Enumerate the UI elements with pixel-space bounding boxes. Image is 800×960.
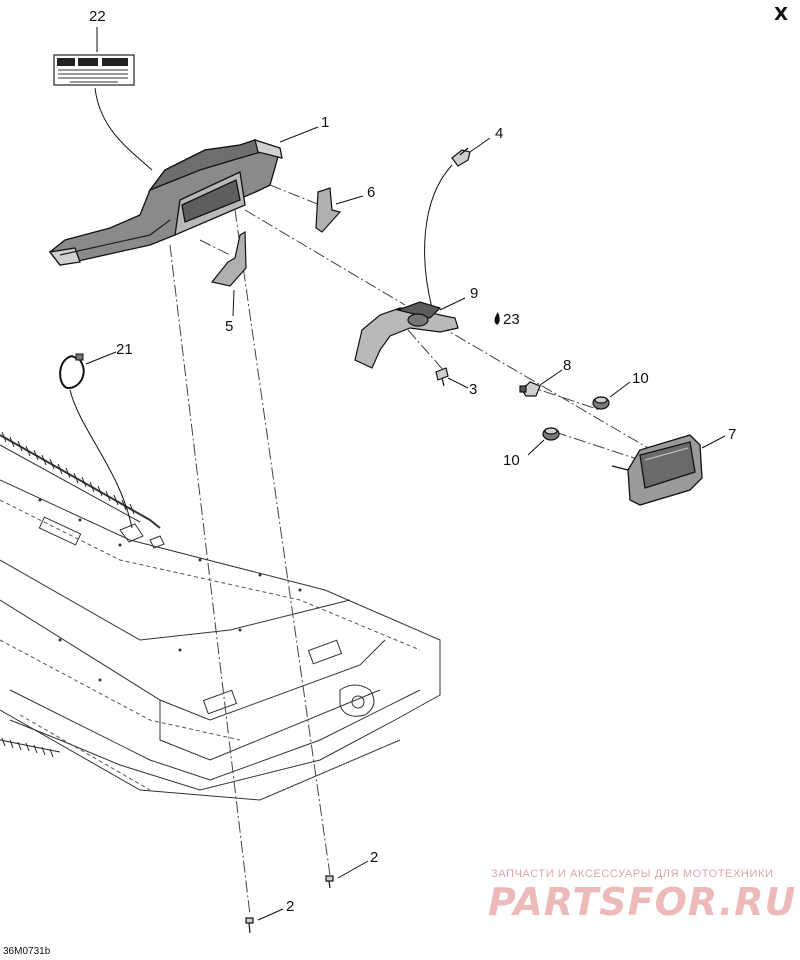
diagram-code: 36M0731b xyxy=(3,946,51,957)
callout-21: 21 xyxy=(116,341,133,358)
watermark-caption: ЗАПЧАСТИ И АКСЕССУАРЫ ДЛЯ МОТОТЕХНИКИ xyxy=(491,868,774,880)
callout-1: 1 xyxy=(321,114,330,131)
callout-4: 4 xyxy=(495,125,504,142)
callout-6: 6 xyxy=(367,184,376,201)
label-decal xyxy=(53,54,135,86)
callout-23: 23 xyxy=(503,311,520,328)
bolt-left xyxy=(245,917,254,934)
grommet-upper xyxy=(592,396,610,410)
deflector-left xyxy=(210,230,247,287)
callout-2-left: 2 xyxy=(286,898,295,915)
callout-9: 9 xyxy=(470,285,479,302)
callout-22: 22 xyxy=(89,8,106,25)
callout-2-right: 2 xyxy=(370,849,379,866)
close-button[interactable]: X xyxy=(774,4,788,25)
cable-tie xyxy=(59,353,85,389)
droplet-icon xyxy=(494,312,500,325)
chassis-frame xyxy=(0,431,441,801)
watermark-logo: PARTSFOR.RU xyxy=(488,880,797,924)
cargo-rack xyxy=(48,139,283,266)
leader-lines xyxy=(69,27,726,921)
deflector-right xyxy=(315,187,342,233)
assembly-lines xyxy=(169,184,661,916)
callout-10-lower: 10 xyxy=(503,452,520,469)
bulb xyxy=(519,381,541,397)
light-bracket xyxy=(354,301,459,369)
callout-10-upper: 10 xyxy=(632,370,649,387)
headlight xyxy=(611,434,703,506)
grommet-lower xyxy=(542,427,560,441)
callout-8: 8 xyxy=(563,357,572,374)
clip-fastener xyxy=(451,147,471,167)
callout-5: 5 xyxy=(225,318,234,335)
screw xyxy=(435,367,449,387)
bolt-right xyxy=(325,875,334,889)
wire-harness xyxy=(424,164,453,309)
callout-3: 3 xyxy=(469,381,478,398)
callout-7: 7 xyxy=(728,426,737,443)
